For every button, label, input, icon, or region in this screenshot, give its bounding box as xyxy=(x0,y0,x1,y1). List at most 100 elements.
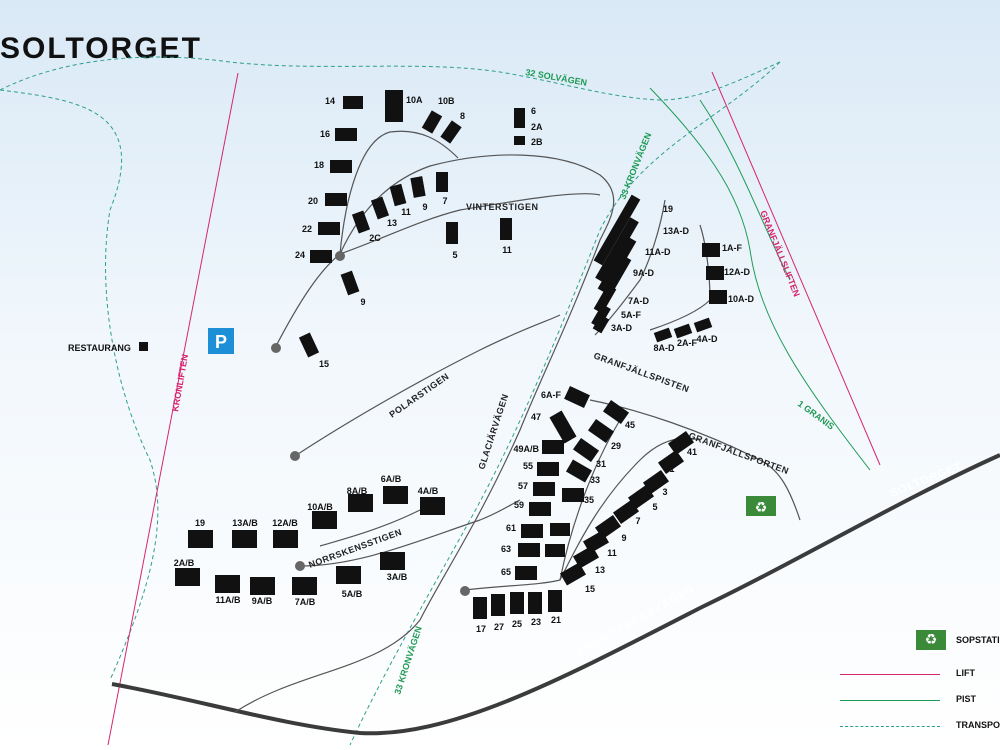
building-label: 10A-D xyxy=(728,294,755,304)
building-60[interactable] xyxy=(473,597,487,619)
building-12[interactable] xyxy=(514,136,525,145)
building-15[interactable] xyxy=(389,183,407,207)
building-14[interactable] xyxy=(370,196,390,220)
building-44[interactable] xyxy=(550,523,570,536)
building-65[interactable] xyxy=(188,530,213,548)
building-30[interactable] xyxy=(706,266,724,280)
building-77[interactable] xyxy=(380,552,405,570)
building-8[interactable] xyxy=(421,110,443,134)
building-49[interactable] xyxy=(565,459,593,483)
building-68[interactable] xyxy=(312,511,337,529)
building-32[interactable] xyxy=(653,327,673,343)
building-7[interactable] xyxy=(385,90,403,122)
building-37[interactable] xyxy=(542,440,564,454)
parking-sign[interactable] xyxy=(208,328,234,354)
building-28[interactable] xyxy=(592,314,610,334)
building-label: 33 xyxy=(590,475,600,485)
building-29[interactable] xyxy=(702,243,720,257)
building-38[interactable] xyxy=(537,462,559,476)
building-54[interactable] xyxy=(627,484,655,510)
building-label: 41 xyxy=(687,447,697,457)
building-58[interactable] xyxy=(572,545,600,569)
restaurang-marker[interactable] xyxy=(139,342,148,351)
building-label: 9 xyxy=(422,202,427,212)
building-label: 9 xyxy=(621,533,626,543)
building-label: 8 xyxy=(460,111,465,121)
recycle-station[interactable]: ♻ xyxy=(746,496,776,516)
building-50[interactable] xyxy=(562,488,584,502)
building-73[interactable] xyxy=(215,575,240,593)
building-31[interactable] xyxy=(709,290,727,304)
building-52[interactable] xyxy=(657,449,685,475)
building-23[interactable] xyxy=(595,217,639,283)
building-61[interactable] xyxy=(491,594,505,616)
building-72[interactable] xyxy=(175,568,200,586)
building-75[interactable] xyxy=(292,577,317,595)
building-62[interactable] xyxy=(510,592,524,614)
building-71[interactable] xyxy=(420,497,445,515)
building-label: 6 xyxy=(531,106,536,116)
building-40[interactable] xyxy=(529,502,551,516)
building-5[interactable] xyxy=(318,222,340,235)
building-label: 17 xyxy=(476,624,486,634)
building-13[interactable] xyxy=(351,210,371,234)
building-53[interactable] xyxy=(642,469,670,495)
building-70[interactable] xyxy=(383,486,408,504)
transport-line-swatch xyxy=(840,726,940,727)
building-4[interactable] xyxy=(325,193,347,206)
legend-label: TRANSPORT xyxy=(956,720,1000,730)
building-42[interactable] xyxy=(518,543,540,557)
building-45[interactable] xyxy=(545,544,565,557)
building-9[interactable] xyxy=(440,120,462,144)
lift-line-swatch xyxy=(840,674,940,675)
parking-label: P xyxy=(215,332,227,352)
building-26[interactable] xyxy=(593,284,617,314)
building-41[interactable] xyxy=(521,524,543,538)
building-48[interactable] xyxy=(572,437,600,463)
building-39[interactable] xyxy=(533,482,555,496)
building-21[interactable] xyxy=(298,332,320,358)
granis-label: 1 GRANIS xyxy=(796,399,836,432)
building-25[interactable] xyxy=(602,255,632,295)
building-18[interactable] xyxy=(446,222,458,244)
building-66[interactable] xyxy=(232,530,257,548)
building-64[interactable] xyxy=(548,590,562,612)
transport-route-west xyxy=(0,89,159,681)
pist-line-swatch xyxy=(840,700,940,701)
building-22[interactable] xyxy=(593,194,641,266)
building-20[interactable] xyxy=(340,270,360,296)
building-69[interactable] xyxy=(348,494,373,512)
building-59[interactable] xyxy=(559,562,587,586)
building-16[interactable] xyxy=(410,176,426,198)
building-51[interactable] xyxy=(667,430,695,456)
building-35[interactable] xyxy=(564,386,590,408)
building-17[interactable] xyxy=(436,172,448,192)
building-label: 4A/B xyxy=(418,486,439,496)
building-46[interactable] xyxy=(602,399,630,425)
building-3[interactable] xyxy=(330,160,352,173)
building-43[interactable] xyxy=(515,566,537,580)
building-19[interactable] xyxy=(500,218,512,240)
building-74[interactable] xyxy=(250,577,275,595)
building-34[interactable] xyxy=(693,317,713,333)
building-10[interactable] xyxy=(514,108,525,128)
building-label: 47 xyxy=(531,412,541,422)
building-label: 61 xyxy=(506,523,516,533)
building-33[interactable] xyxy=(673,323,693,339)
building-2[interactable] xyxy=(335,128,357,141)
building-47[interactable] xyxy=(587,418,615,444)
glaciarvagen-label: GLACIÄRVÄGEN xyxy=(476,393,510,471)
building-label: 5A-F xyxy=(621,310,642,320)
building-63[interactable] xyxy=(528,592,542,614)
building-67[interactable] xyxy=(273,530,298,548)
building-36[interactable] xyxy=(549,410,577,444)
building-1[interactable] xyxy=(343,96,363,109)
building-label: 2C xyxy=(369,233,381,243)
building-label: 8A-D xyxy=(653,343,675,353)
building-55[interactable] xyxy=(612,499,640,525)
building-label: 9A-D xyxy=(633,268,655,278)
building-76[interactable] xyxy=(336,566,361,584)
building-6[interactable] xyxy=(310,250,332,263)
